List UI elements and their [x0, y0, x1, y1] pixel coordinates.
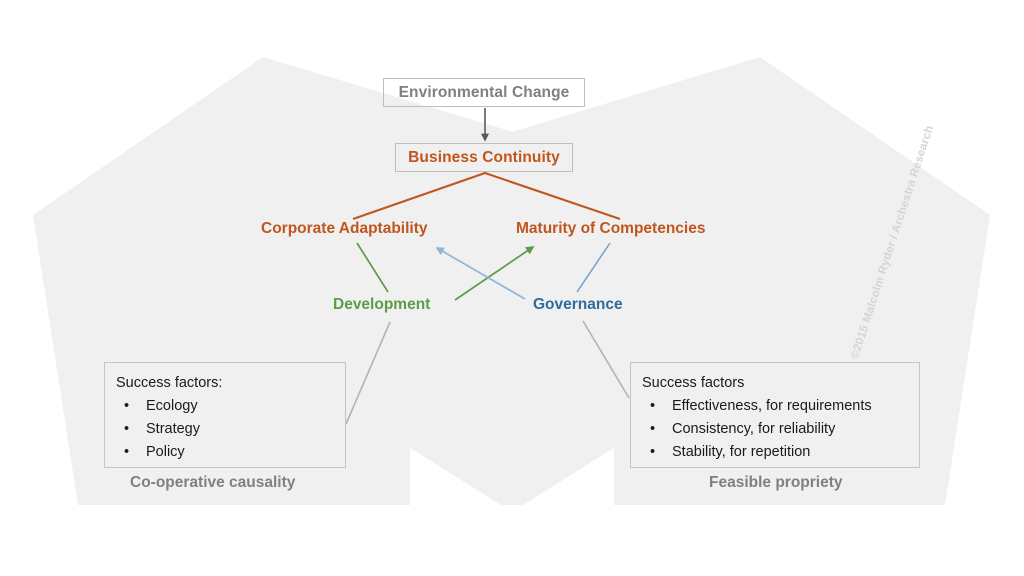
list-item: Effectiveness, for requirements: [642, 395, 908, 418]
node-business-continuity[interactable]: Business Continuity: [395, 143, 573, 172]
node-development[interactable]: Development: [333, 296, 431, 313]
node-maturity-of-competencies[interactable]: Maturity of Competencies: [516, 220, 706, 237]
line-maturity-to-governance: [576, 242, 611, 293]
zone-notch-bottom: [410, 448, 614, 520]
line-right-box-to-governance: [582, 320, 630, 399]
arrow-governance-to-corporate-adaptability: [435, 247, 526, 300]
success-factors-right-title: Success factors: [642, 375, 745, 391]
zone-left-pentagon: [33, 57, 520, 505]
zone-caption-left: Co-operative causality: [130, 474, 296, 491]
line-corporate-adaptability-to-development: [356, 242, 389, 293]
success-factors-box-right: Success factors Effectiveness, for requi…: [630, 362, 920, 468]
node-governance[interactable]: Governance: [533, 296, 623, 313]
zone-notch-top: [412, 30, 612, 120]
fork-continuity-to-branches: [352, 171, 621, 220]
success-factors-left-list: Ecology Strategy Policy: [116, 395, 334, 464]
node-environmental-change[interactable]: Environmental Change: [383, 78, 585, 107]
list-item: Policy: [116, 441, 334, 464]
list-item: Consistency, for reliability: [642, 418, 908, 441]
node-corporate-adaptability[interactable]: Corporate Adaptability: [261, 220, 428, 237]
arrow-development-to-maturity: [454, 246, 535, 301]
success-factors-right-list: Effectiveness, for requirements Consiste…: [642, 395, 908, 464]
list-item: Stability, for repetition: [642, 441, 908, 464]
line-left-box-to-development: [345, 321, 391, 425]
copyright-watermark: ©2015 Malcolm Ryder / Archestra Research: [849, 124, 937, 361]
success-factors-box-left: Success factors: Ecology Strategy Policy: [104, 362, 346, 468]
list-item: Strategy: [116, 418, 334, 441]
list-item: Ecology: [116, 395, 334, 418]
success-factors-left-title: Success factors:: [116, 375, 223, 391]
zone-caption-right: Feasible propriety: [709, 474, 843, 491]
